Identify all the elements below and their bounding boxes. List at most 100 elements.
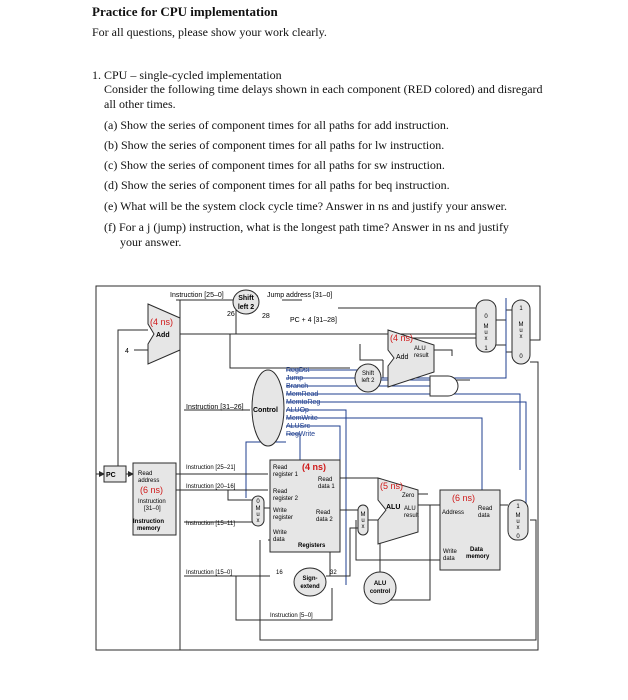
label-alu: ALU: [386, 504, 400, 511]
adder1-delay: (4 ns): [150, 317, 173, 327]
question-item-e: (e) What will be the system clock cycle …: [104, 199, 508, 213]
svg-text:u: u: [516, 519, 519, 525]
adder-pc: [147, 303, 181, 365]
label-dm-address: Address: [442, 510, 464, 516]
svg-text:M: M: [484, 324, 489, 330]
label-dm-read1: Read: [478, 506, 492, 512]
label-reg-rd1a: Read: [318, 477, 332, 483]
svg-text:MemtoReg: MemtoReg: [286, 399, 320, 406]
instruction-memory: [132, 462, 177, 536]
label-reg-rr1a: Read: [273, 465, 287, 471]
mux-jump-top: [475, 299, 497, 353]
sign-extend: [293, 567, 327, 597]
alu-delay: (5 ns): [380, 481, 403, 491]
label-instr-15-0: Instruction [15–0]: [186, 570, 232, 576]
svg-text:M: M: [516, 513, 521, 519]
label-reg-wra: Write: [273, 508, 288, 514]
svg-text:ALUSrc: ALUSrc: [286, 423, 311, 430]
register-file: [269, 459, 341, 553]
svg-text:0: 0: [256, 499, 260, 505]
label-reg-rr2a: Read: [273, 489, 287, 495]
label-im-name1: Instruction: [133, 519, 164, 525]
label-16: 16: [276, 570, 283, 576]
question-heading: 1. CPU – single-cycled implementation: [92, 68, 282, 82]
label-im-instruction: Instruction: [138, 499, 166, 505]
label-instr-15-11: Instruction [15–11]: [186, 521, 235, 527]
svg-text:u: u: [484, 330, 487, 336]
label-adder2-result: result: [414, 353, 429, 359]
alu-control: [363, 571, 397, 605]
intro-text: For all questions, please show your work…: [92, 25, 327, 39]
label-adder1: Add: [156, 332, 170, 339]
label-im-address: address: [138, 478, 159, 484]
svg-text:MemWrite: MemWrite: [286, 415, 318, 422]
label-26: 26: [227, 311, 235, 318]
label-reg-wrb: register: [273, 515, 293, 521]
label-reg-wda: Write: [273, 530, 288, 536]
svg-text:u: u: [256, 512, 259, 518]
label-adder2-alu: ALU: [414, 346, 426, 352]
svg-text:ALUOp: ALUOp: [286, 407, 309, 414]
shift-label-1: Shift: [238, 295, 254, 302]
outer-wires: [95, 285, 541, 651]
label-pc: PC: [106, 472, 116, 479]
label-instr-25-21: Instruction [25–21]: [186, 465, 236, 471]
imem-delay: (6 ns): [140, 485, 163, 495]
question-item-d: (d) Show the series of component times f…: [104, 178, 450, 192]
label-reg-rd1b: data 1: [318, 484, 335, 490]
question-item-b: (b) Show the series of component times f…: [104, 138, 445, 152]
pc-register: [103, 465, 127, 483]
svg-text:M: M: [361, 512, 366, 518]
branch-and-gate: [429, 375, 459, 397]
label-alu-zero: Zero: [402, 493, 415, 499]
label-alu-res1: ALU: [404, 506, 416, 512]
label-aluctl2: control: [370, 589, 391, 595]
svg-text:1: 1: [519, 306, 523, 312]
label-im-read: Read: [138, 471, 152, 477]
label-instr-31-26: Instruction [31–26]: [186, 404, 244, 411]
adder2-delay: (4 ns): [390, 333, 413, 343]
label-28: 28: [262, 313, 270, 320]
label-shift-mid-2: left 2: [361, 378, 375, 384]
svg-text:1: 1: [516, 504, 520, 510]
label-instr-5-0: Instruction [5–0]: [270, 613, 313, 619]
shift-label-2: left 2: [238, 304, 254, 311]
svg-text:RegWrite: RegWrite: [286, 431, 315, 438]
svg-text:M: M: [519, 322, 524, 328]
mux-labels: 0 M u x 1 1 M u x 0 0 M u x M u x 1 M u …: [256, 306, 524, 540]
svg-text:M: M: [256, 506, 261, 512]
svg-text:1: 1: [484, 346, 488, 352]
svg-text:x: x: [520, 334, 523, 340]
label-registers: Registers: [298, 543, 326, 549]
svg-text:x: x: [517, 525, 520, 531]
label-adder2: Add: [396, 354, 409, 361]
svg-text:MemRead: MemRead: [286, 391, 318, 398]
mux-alusrc: [357, 504, 369, 536]
label-im-name2: memory: [137, 526, 161, 532]
label-four: 4: [125, 348, 129, 355]
dmem-delay: (6 ns): [452, 493, 475, 503]
control-signal-labels: RegDst Jump Branch MemRead MemtoReg ALUO…: [286, 367, 320, 438]
control-unit: [251, 369, 285, 447]
label-32: 32: [330, 570, 337, 576]
label-pc4: PC + 4 [31–28]: [290, 317, 337, 324]
svg-text:0: 0: [519, 354, 523, 360]
question-item-a: (a) Show the series of component times f…: [104, 118, 449, 132]
svg-text:u: u: [361, 518, 364, 524]
label-alu-res2: result: [404, 513, 419, 519]
label-im-bits: [31–0]: [144, 506, 161, 512]
question-body: Consider the following time delays shown…: [104, 82, 543, 111]
label-reg-rd2a: Read: [316, 510, 330, 516]
label-instr-25-0: Instruction [25–0]: [170, 292, 224, 299]
label-instr-20-16: Instruction [20–16]: [186, 484, 236, 490]
svg-text:0: 0: [516, 534, 520, 540]
adder-branch: [387, 329, 435, 388]
question-item-c: (c) Show the series of component times f…: [104, 158, 445, 172]
label-dm-name1: Data: [470, 547, 484, 553]
label-dm-write1: Write: [443, 549, 458, 555]
main-alu: [377, 477, 419, 545]
label-dm-read2: data: [478, 513, 490, 519]
label-reg-rd2b: data 2: [316, 517, 333, 523]
